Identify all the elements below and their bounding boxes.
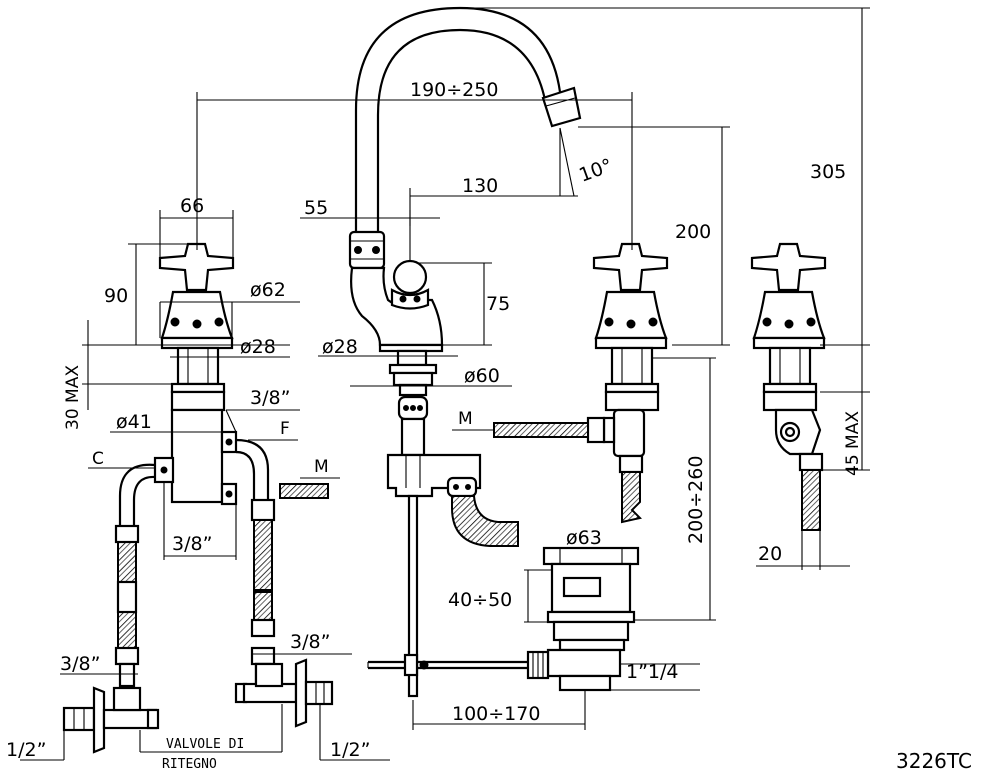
dim-handle-base-dia: ø62	[250, 279, 286, 301]
label-valves-line1: VALVOLE DI	[166, 737, 244, 752]
dim-spout-offset: 130	[462, 175, 498, 197]
dim-handle-shank-dia: ø28	[240, 336, 276, 358]
label-cold: C	[92, 449, 104, 469]
dim-handle-width: 66	[180, 195, 204, 217]
dim-thread-a: 3/8”	[250, 387, 290, 409]
dim-waste-height: 40÷50	[448, 589, 512, 611]
label-mix-right: M	[458, 409, 473, 429]
dim-total-height: 305	[810, 161, 846, 183]
dim-install-range: 200÷260	[685, 456, 707, 544]
far-right-handle-assembly	[750, 242, 827, 531]
dim-flange-dia: ø60	[464, 365, 500, 387]
label-flow: F	[280, 419, 290, 439]
label-valves-line2: RITEGNO	[162, 757, 217, 772]
left-handle-assembly	[114, 242, 329, 688]
right-handle-assembly	[493, 242, 669, 524]
dim-waste-offset: 100÷170	[452, 703, 540, 725]
dim-handle-height: 90	[104, 285, 128, 307]
dim-inlet-left: 1/2”	[6, 739, 46, 761]
dim-deck-thickness-left: 30 MAX	[63, 365, 83, 430]
dim-hose-offset: 20	[758, 543, 782, 565]
dim-spout-base-width: 55	[304, 197, 328, 219]
stop-valve-left	[62, 686, 160, 754]
dimension-lines	[20, 7, 870, 761]
dim-waste-thread: 1”1/4	[626, 661, 679, 683]
dim-spout-base-dia: ø28	[322, 336, 358, 358]
dim-thread-c: 3/8”	[60, 653, 100, 675]
dim-spout-reach: 190÷250	[410, 79, 498, 101]
stop-valve-right	[234, 658, 334, 728]
dim-valve-body-dia: ø41	[116, 411, 152, 433]
dimension-labels: 190÷250 305 200 130 10° 55 75 ø28 ø60 66…	[6, 79, 972, 773]
dim-thread-d: 3/8”	[290, 631, 330, 653]
product-code: 3226TC	[896, 749, 972, 773]
dim-deck-thickness-right: 45 MAX	[843, 411, 863, 476]
dim-spout-tip-height: 200	[675, 221, 711, 243]
dim-spout-body-height: 75	[486, 293, 510, 315]
dim-inlet-right: 1/2”	[330, 739, 370, 761]
spout-assembly	[348, 6, 582, 698]
dim-spout-angle: 10°	[576, 155, 615, 187]
dim-thread-b: 3/8”	[172, 533, 212, 555]
waste-assembly	[526, 546, 640, 692]
dim-waste-dia: ø63	[566, 527, 602, 549]
label-mix-left: M	[314, 457, 329, 477]
